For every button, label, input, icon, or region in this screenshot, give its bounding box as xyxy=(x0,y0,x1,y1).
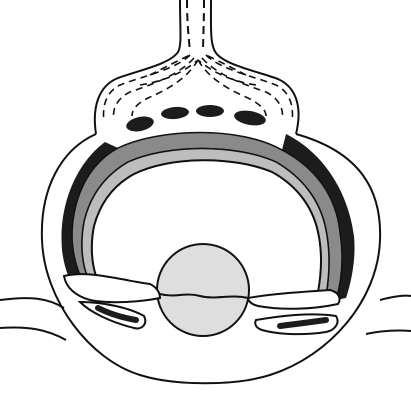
lens xyxy=(157,244,249,336)
